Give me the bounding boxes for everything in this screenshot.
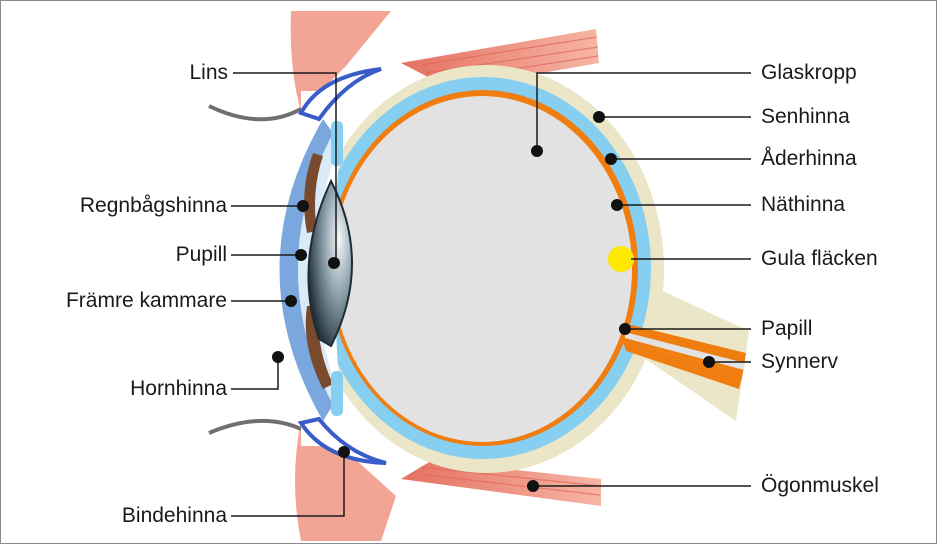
- dot-papill: [619, 323, 631, 335]
- lower-eyelash: [208, 419, 302, 435]
- iris-lower: [305, 306, 333, 389]
- upper-eyelash: [208, 104, 302, 122]
- label-glaskropp: Glaskropp: [761, 61, 857, 84]
- leader-bindehinna: [231, 452, 345, 517]
- leader-glaskropp: [536, 72, 751, 151]
- dot-bindehinna: [338, 446, 350, 458]
- dot-pupill: [295, 249, 307, 261]
- dot-framre-kammare: [285, 295, 297, 307]
- label-aderhinna: Åderhinna: [761, 147, 857, 170]
- dot-synnerv: [703, 356, 715, 368]
- dot-aderhinna: [605, 153, 617, 165]
- label-senhinna: Senhinna: [761, 105, 850, 128]
- optic-nerve-core: [625, 332, 745, 370]
- dot-glaskropp: [531, 145, 543, 157]
- label-framre-kammare: Främre kammare: [65, 289, 227, 312]
- dot-hornhinna: [272, 351, 284, 363]
- dot-senhinna: [593, 111, 605, 123]
- ciliary-upper: [331, 121, 343, 166]
- label-bindehinna: Bindehinna: [121, 504, 227, 527]
- dot-lins: [328, 257, 340, 269]
- leader-lins: [233, 72, 337, 263]
- upper-conjunctiva: [298, 67, 382, 122]
- macula-yellow-spot: [608, 246, 634, 272]
- label-hornhinna: Hornhinna: [130, 377, 227, 400]
- label-gula-flacken: Gula fläcken: [761, 247, 878, 270]
- cornea: [279, 119, 333, 421]
- lower-eyelid: [295, 421, 396, 541]
- label-regnbagshinna: Regnbågshinna: [79, 194, 227, 217]
- optic-nerve-lower: [623, 341, 743, 389]
- dot-nathinna: [611, 199, 623, 211]
- iris-upper: [304, 153, 323, 233]
- vitreous-body: [332, 96, 632, 442]
- dot-regnbagshinna: [297, 200, 309, 212]
- leader-hornhinna: [231, 359, 279, 390]
- label-synnerv: Synnerv: [761, 350, 839, 373]
- upper-eyelid: [290, 11, 391, 111]
- label-nathinna: Näthinna: [761, 193, 846, 216]
- lower-conjunctiva: [297, 416, 387, 465]
- label-ogonmuskel: Ögonmuskel: [761, 474, 879, 497]
- label-papill: Papill: [761, 317, 813, 340]
- label-pupill: Pupill: [175, 243, 227, 266]
- dot-ogonmuskel: [527, 480, 539, 492]
- ciliary-lower: [331, 371, 343, 416]
- label-lins: Lins: [189, 61, 228, 84]
